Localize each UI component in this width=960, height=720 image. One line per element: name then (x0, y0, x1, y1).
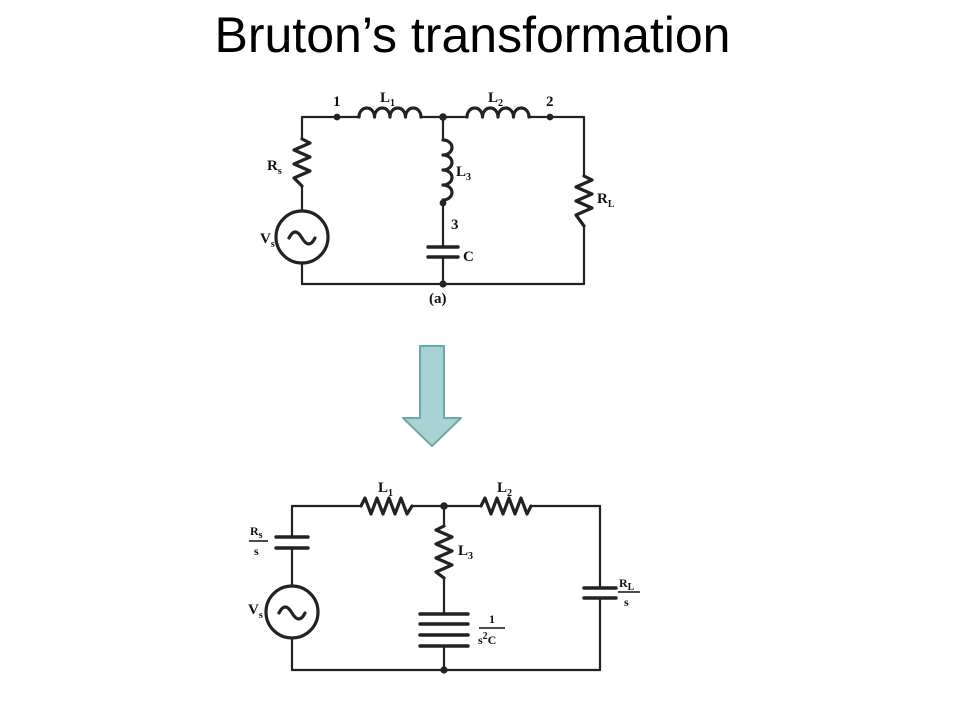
resistor-l3 (434, 524, 454, 580)
label-rs-over-s: Rs s (249, 524, 268, 558)
label-l2: L2 (488, 90, 503, 109)
junction-dot (439, 113, 447, 121)
label-one-over-s2c: 1 s2C (478, 612, 505, 647)
svg-text:s: s (624, 595, 629, 609)
resistor-rl (574, 174, 594, 228)
voltage-source-vs-b (264, 584, 320, 640)
label-l1: L1 (380, 90, 395, 109)
node-2-dot (546, 113, 554, 121)
label-node-1: 1 (333, 94, 341, 110)
label-l1-b: L1 (378, 480, 393, 499)
label-l3: L3 (456, 164, 471, 183)
inductor-l3 (441, 138, 454, 202)
svg-text:Rs: Rs (250, 524, 263, 541)
inductor-l1 (357, 106, 423, 119)
label-c: C (463, 249, 474, 265)
label-rl: RL (597, 191, 615, 210)
svg-text:1: 1 (489, 612, 495, 626)
label-l2-b: L2 (497, 480, 512, 499)
inductor-l2 (465, 106, 531, 119)
label-vs-b: Vs (248, 602, 263, 621)
label-node-2: 2 (546, 94, 554, 110)
svg-text:s2C: s2C (478, 631, 496, 647)
junction-dot-b-bottom (440, 666, 448, 674)
svg-text:s: s (254, 544, 259, 558)
resistor-l2 (479, 496, 533, 516)
node-3-dot (439, 199, 447, 207)
voltage-source-vs (274, 209, 330, 265)
capacitor-rl-over-s (582, 582, 618, 604)
capacitor-rs-over-s (274, 530, 310, 556)
node-1-dot (333, 113, 341, 121)
slide-title: Bruton’s transformation (214, 7, 731, 63)
circuit-b: Rs s Vs L1 L2 L3 1 s2C (248, 480, 640, 674)
resistor-rs (292, 137, 312, 188)
label-node-3: 3 (451, 217, 459, 233)
caption-a: (a) (429, 291, 447, 307)
svg-text:RL: RL (619, 576, 635, 593)
capacitor-c (426, 236, 460, 268)
label-rs: Rs (267, 158, 282, 177)
label-rl-over-s: RL s (618, 576, 640, 609)
circuit-a: Rs Vs L1 L2 L3 C RL 1 (260, 90, 615, 307)
label-l3-b: L3 (458, 543, 473, 562)
label-vs: Vs (260, 231, 275, 250)
resistor-l1 (359, 496, 414, 516)
junction-dot-b-top (440, 502, 448, 510)
ground-dot (439, 280, 447, 288)
element-one-over-s2c (418, 612, 470, 648)
down-arrow-icon (402, 345, 462, 447)
